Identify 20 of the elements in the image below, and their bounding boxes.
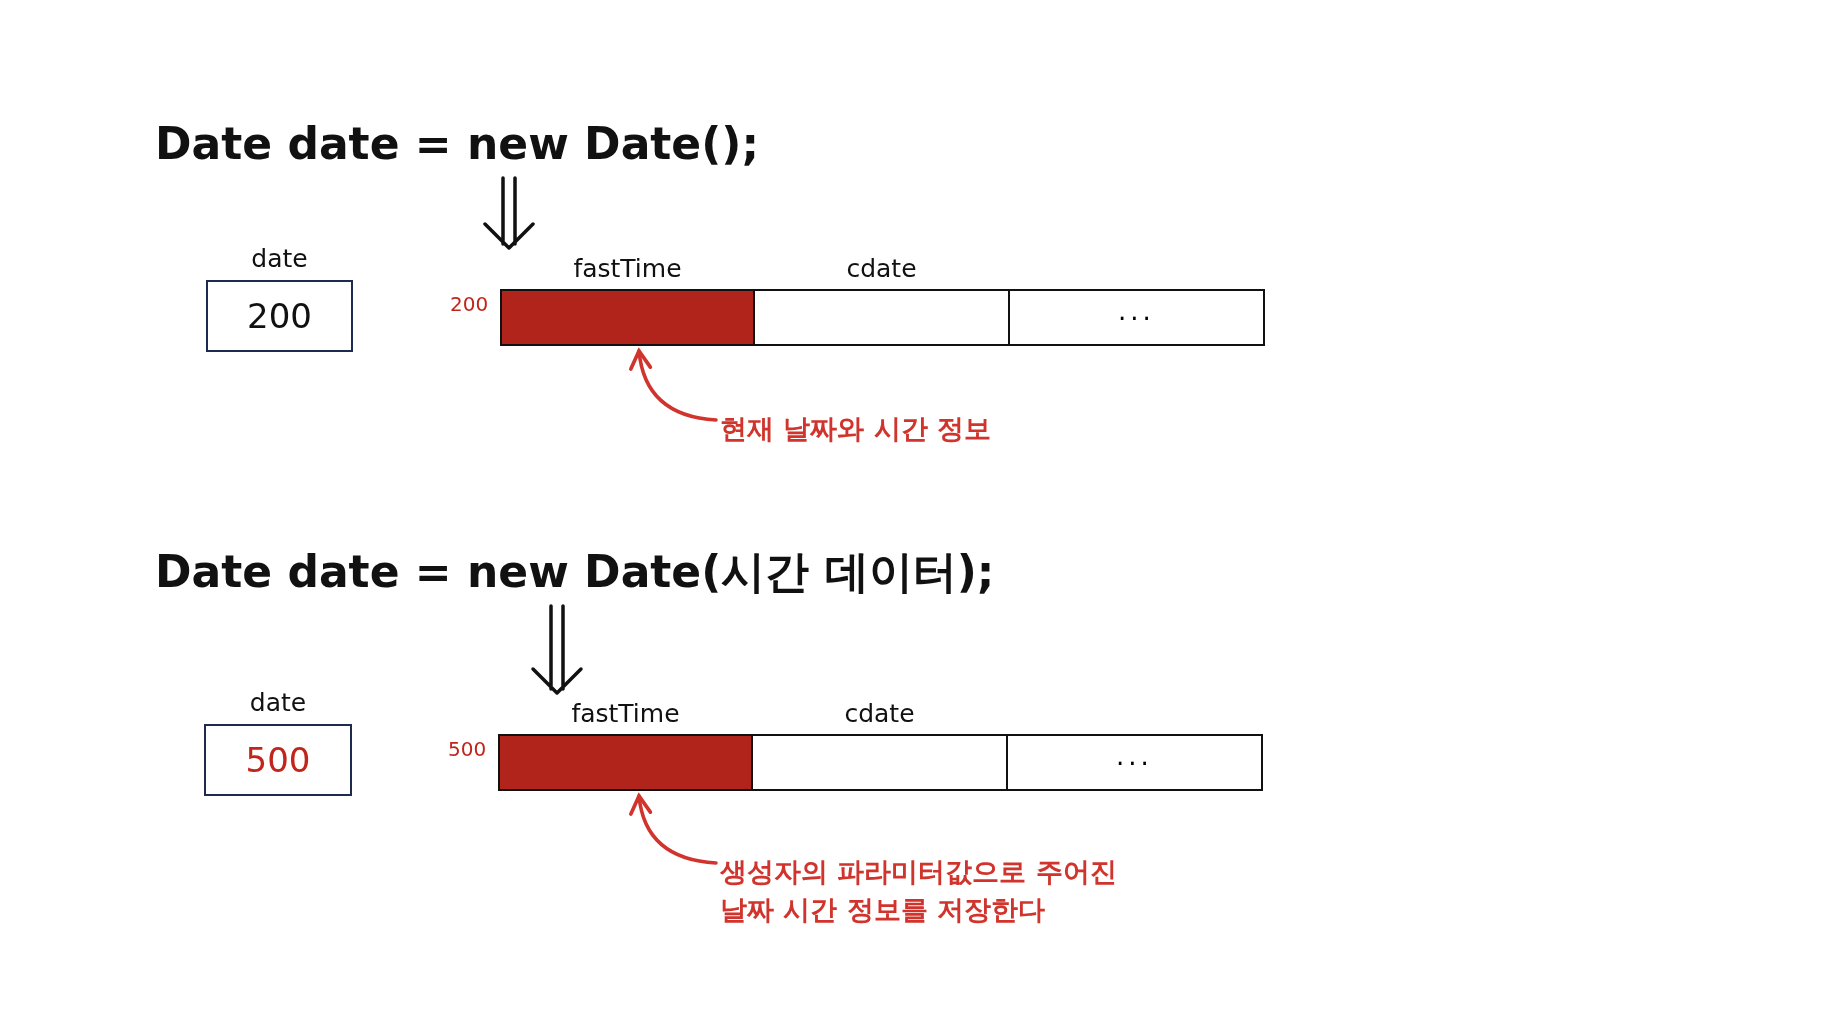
code-text: Date date = new Date();	[155, 118, 759, 170]
field-name: fastTime	[570, 699, 681, 729]
variable-box: 500	[204, 724, 352, 796]
annotation-text: 현재 날짜와 시간 정보	[720, 410, 1080, 448]
memory-cell: ...	[1008, 289, 1265, 346]
variable-box: 200	[206, 280, 353, 352]
address-label: 200	[450, 292, 489, 316]
field-name: cdate	[845, 254, 918, 284]
curved-arrow	[629, 349, 718, 422]
variable-name: date	[248, 688, 308, 718]
curved-arrow	[629, 794, 718, 865]
code-text: Date date = new Date(시간 데이터);	[155, 546, 995, 598]
field-name: cdate	[843, 699, 916, 729]
address-label: 500	[448, 737, 487, 761]
double-arrow	[531, 604, 583, 695]
double-arrow	[483, 176, 535, 250]
field-name: fastTime	[572, 254, 683, 284]
annotation-text: 생성자의 파라미터값으로 주어진 날짜 시간 정보를 저장한다	[720, 853, 1140, 929]
memory-cell: ...	[1006, 734, 1263, 791]
variable-name: date	[250, 244, 309, 274]
